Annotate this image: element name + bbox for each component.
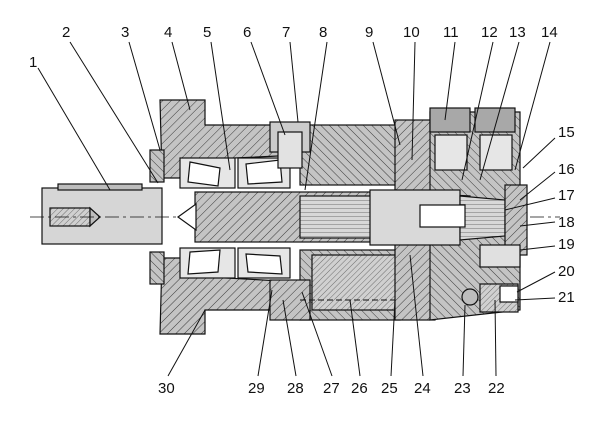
callouts-top: 1 2 3 4 5 6 7 8 9 10 11 12 13 14 (29, 24, 558, 71)
callout-16: 16 (558, 161, 575, 178)
callout-28: 28 (287, 380, 304, 397)
callouts-bottom: 30 29 28 27 26 25 24 23 22 (158, 380, 505, 397)
drive-shaft (176, 191, 381, 243)
callout-3: 3 (121, 24, 129, 41)
callout-4: 4 (164, 24, 172, 41)
bearing-front-upper (179, 157, 291, 189)
callout-5: 5 (203, 24, 211, 41)
callout-7: 7 (282, 24, 290, 41)
callout-17: 17 (558, 187, 575, 204)
callout-26: 26 (351, 380, 368, 397)
callout-29: 29 (248, 380, 265, 397)
callout-6: 6 (243, 24, 251, 41)
callout-23: 23 (454, 380, 471, 397)
end-cap (461, 184, 528, 313)
callout-12: 12 (481, 24, 498, 41)
callout-25: 25 (381, 380, 398, 397)
callout-9: 9 (365, 24, 373, 41)
callout-10: 10 (403, 24, 420, 41)
leader-lines (37, 41, 556, 377)
callout-11: 11 (443, 24, 459, 41)
callout-15: 15 (558, 124, 575, 141)
callout-13: 13 (509, 24, 526, 41)
callout-18: 18 (558, 214, 575, 231)
callout-21: 21 (558, 289, 575, 306)
callouts-right: 15 16 17 18 19 20 21 (558, 124, 575, 306)
callout-22: 22 (488, 380, 505, 397)
callout-14: 14 (541, 24, 558, 41)
middle-housing (269, 121, 401, 321)
output-shaft (30, 183, 560, 245)
bearing-front-lower (179, 247, 291, 279)
callout-19: 19 (558, 236, 575, 253)
callout-30: 30 (158, 380, 175, 397)
callout-2: 2 (62, 24, 70, 41)
callout-1: 1 (29, 54, 37, 71)
callout-24: 24 (414, 380, 431, 397)
callout-27: 27 (323, 380, 340, 397)
callout-8: 8 (319, 24, 327, 41)
callout-20: 20 (558, 263, 575, 280)
